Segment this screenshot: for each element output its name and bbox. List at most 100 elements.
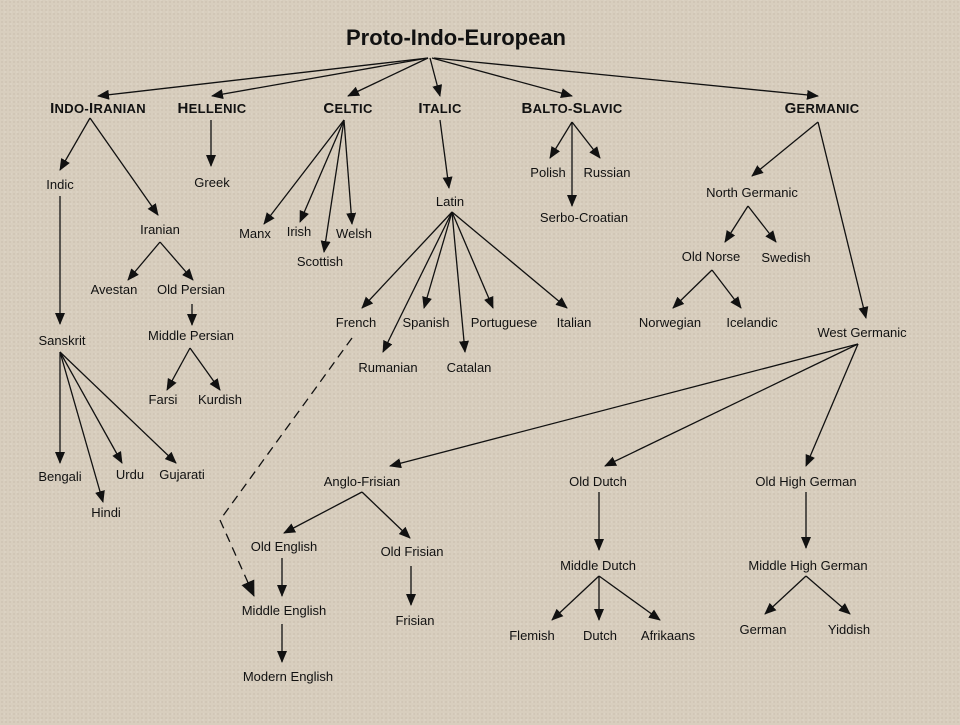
branch-hellenic: HELLENIC xyxy=(177,100,247,117)
node-flemish: Flemish xyxy=(509,628,555,643)
node-manx: Manx xyxy=(239,226,271,241)
edge-celtic-irish xyxy=(299,119,345,223)
node-gujarati: Gujarati xyxy=(159,467,205,482)
node-irish: Irish xyxy=(286,224,312,239)
node-old-english: Old English xyxy=(250,539,318,554)
node-bengali: Bengali xyxy=(38,469,82,484)
edge-pie-italic xyxy=(429,57,443,97)
node-norwegian: Norwegian xyxy=(638,315,702,330)
node-avestan: Avestan xyxy=(90,282,138,297)
node-iranian: Iranian xyxy=(140,222,180,237)
node-greek: Greek xyxy=(194,175,230,190)
node-middle-dutch: Middle Dutch xyxy=(560,558,636,573)
node-afrikaans: Afrikaans xyxy=(640,628,696,643)
node-north-germanic: North Germanic xyxy=(706,185,798,200)
node-catalan: Catalan xyxy=(446,360,492,375)
edge-old-norse-icelandic xyxy=(711,269,742,309)
node-portuguese: Portuguese xyxy=(470,315,538,330)
node-german: German xyxy=(739,622,787,637)
edge-celtic-scottish xyxy=(320,119,345,253)
node-indic: Indic xyxy=(46,177,74,192)
edge-pie-celtic xyxy=(347,57,429,97)
edge-sanskrit-gujarati xyxy=(59,351,177,464)
node-latin: Latin xyxy=(435,194,465,209)
edge-pie-hellenic xyxy=(211,57,429,100)
edge-north-germanic-swedish xyxy=(747,205,777,243)
edge-indo-iranian-indic xyxy=(59,117,91,171)
node-polish: Polish xyxy=(530,165,566,180)
node-italian: Italian xyxy=(556,315,592,330)
edge-anglo-frisian-old-frisian xyxy=(361,491,411,539)
node-yiddish: Yiddish xyxy=(827,622,871,637)
edge-latin-italian xyxy=(451,211,568,309)
edge-balto-slavic-russian xyxy=(571,121,601,159)
edge-indo-iranian-iranian xyxy=(89,117,159,216)
node-sanskrit: Sanskrit xyxy=(38,333,86,348)
edge-west-germanic-anglo-frisian xyxy=(389,343,859,469)
edge-middle-high-german-yiddish xyxy=(805,575,851,615)
node-dutch: Dutch xyxy=(583,628,617,643)
node-frisian: Frisian xyxy=(395,613,435,628)
node-anglo-frisian: Anglo-Frisian xyxy=(323,474,401,489)
edge-latin-spanish xyxy=(422,211,453,309)
edge-iranian-old-persian xyxy=(159,241,194,281)
edge-north-germanic-old-norse xyxy=(724,205,749,243)
node-urdu: Urdu xyxy=(115,467,145,482)
node-scottish: Scottish xyxy=(296,254,344,269)
node-old-dutch: Old Dutch xyxy=(569,474,627,489)
branch-celtic: CELTIC xyxy=(323,100,373,117)
edge-middle-persian-farsi xyxy=(166,347,191,391)
node-hindi: Hindi xyxy=(91,505,121,520)
edge-west-germanic-old-dutch xyxy=(604,343,859,467)
edge-sanskrit-urdu xyxy=(59,351,123,464)
node-west-germanic: West Germanic xyxy=(817,325,907,340)
node-russian: Russian xyxy=(583,165,631,180)
branch-italic: ITALIC xyxy=(418,100,462,117)
node-rumanian: Rumanian xyxy=(358,360,418,375)
edge-pie-balto-slavic xyxy=(431,57,573,98)
node-middle-high-german: Middle High German xyxy=(748,558,868,573)
edge-west-germanic-old-high-german xyxy=(805,343,859,467)
edge-latin-french xyxy=(361,211,453,309)
edge-germanic-north-germanic xyxy=(751,121,819,177)
edge-middle-dutch-afrikaans xyxy=(598,575,661,621)
node-spanish: Spanish xyxy=(402,315,450,330)
edge-iranian-avestan xyxy=(127,241,161,281)
node-old-persian: Old Persian xyxy=(157,282,225,297)
edge-middle-high-german-german xyxy=(764,575,807,615)
edge-celtic-manx xyxy=(263,119,345,225)
node-icelandic: Icelandic xyxy=(726,315,778,330)
node-old-norse: Old Norse xyxy=(681,249,741,264)
edge-french-influence-dashed-a xyxy=(219,337,353,521)
node-french: French xyxy=(335,315,377,330)
edge-celtic-welsh xyxy=(343,119,357,225)
edge-sanskrit-hindi xyxy=(59,351,105,503)
edge-old-norse-norwegian xyxy=(672,269,713,309)
node-welsh: Welsh xyxy=(336,226,372,241)
node-serbo-croatian: Serbo-Croatian xyxy=(539,210,629,225)
edge-pie-germanic xyxy=(433,57,819,100)
node-middle-english: Middle English xyxy=(241,603,327,618)
branch-balto-slavic: BALTO-SLAVIC xyxy=(521,100,623,117)
edge-germanic-west-germanic xyxy=(817,121,869,319)
edge-italic-latin xyxy=(439,119,453,189)
node-middle-persian: Middle Persian xyxy=(148,328,234,343)
node-old-frisian: Old Frisian xyxy=(380,544,444,559)
node-kurdish: Kurdish xyxy=(197,392,243,407)
edge-french-influence-dashed-b xyxy=(219,519,255,597)
edge-latin-portuguese xyxy=(451,211,494,309)
edge-latin-catalan xyxy=(451,211,469,353)
edge-balto-slavic-polish xyxy=(549,121,573,159)
node-swedish: Swedish xyxy=(761,250,811,265)
node-old-high-german: Old High German xyxy=(755,474,857,489)
edge-middle-persian-kurdish xyxy=(189,347,221,391)
edge-latin-rumanian xyxy=(382,211,453,353)
edge-anglo-frisian-old-english xyxy=(283,491,363,534)
branch-indo-iranian: INDO-IRANIAN xyxy=(50,100,146,117)
node-modern-english: Modern English xyxy=(242,669,334,684)
node-farsi: Farsi xyxy=(148,392,178,407)
edge-pie-indo-iranian xyxy=(97,57,429,100)
root-proto-indo-european: Proto-Indo-European xyxy=(346,25,566,50)
